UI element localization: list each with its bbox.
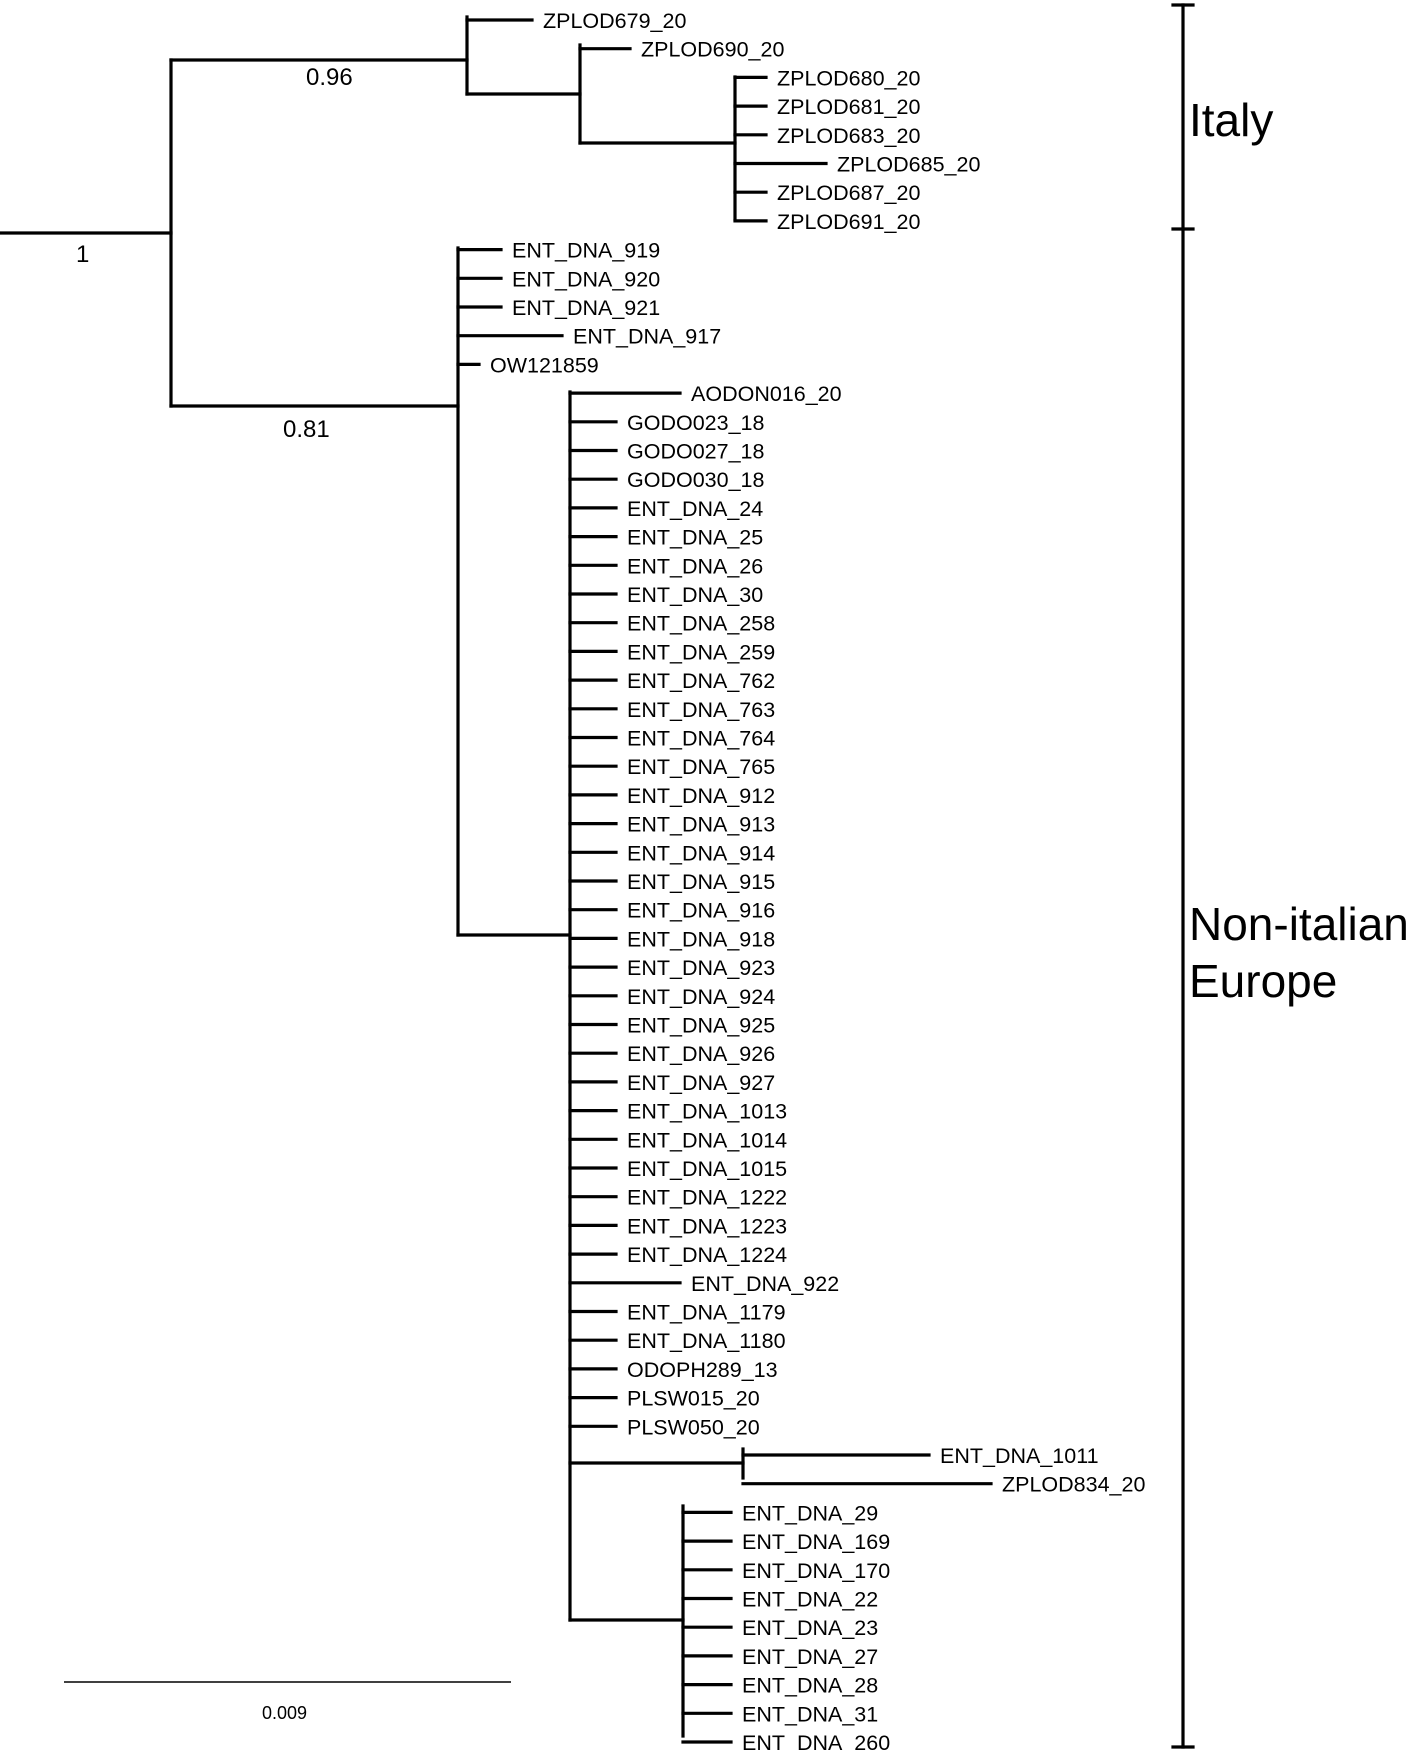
tip-europe-main-14-label: ENT_DNA_912 <box>627 784 775 808</box>
tip-europe-main-10-label: ENT_DNA_762 <box>627 669 775 693</box>
tip-europe-main-4-label: ENT_DNA_24 <box>627 497 763 521</box>
tip-europe-main-28-label: ENT_DNA_1222 <box>627 1186 787 1210</box>
tip-europe-sub-3-label: ENT_DNA_22 <box>742 1588 878 1612</box>
tip-europe-main-21-label: ENT_DNA_924 <box>627 985 775 1009</box>
tip-europe-basal-4-label: OW121859 <box>490 353 599 377</box>
tip-europe-sub-5-label: ENT_DNA_27 <box>742 1645 878 1669</box>
tip-europe-sub-8-label: ENT_DNA_260 <box>742 1731 890 1750</box>
tip-europe-main-1-label: GODO023_18 <box>627 411 764 435</box>
tip-italy-3-label: ZPLOD681_20 <box>777 95 920 119</box>
tip-europe-main-24-label: ENT_DNA_927 <box>627 1071 775 1095</box>
tip-europe-pair-1-label: ZPLOD834_20 <box>1002 1473 1145 1497</box>
tip-italy-4-label: ZPLOD683_20 <box>777 124 920 148</box>
support-value-root: 1 <box>76 241 89 268</box>
support-value-italy: 0.96 <box>306 64 353 91</box>
tip-europe-main-2-label: GODO027_18 <box>627 440 764 464</box>
tip-europe-main-12-label: ENT_DNA_764 <box>627 727 775 751</box>
tip-europe-main-11-label: ENT_DNA_763 <box>627 698 775 722</box>
tip-europe-main-5-label: ENT_DNA_25 <box>627 526 763 550</box>
tip-europe-main-33-label: ENT_DNA_1180 <box>627 1329 786 1353</box>
scale-bar-label: 0.009 <box>262 1703 307 1723</box>
tip-europe-main-25-label: ENT_DNA_1013 <box>627 1100 787 1124</box>
tip-europe-main-0-label: AODON016_20 <box>691 382 842 406</box>
tip-italy-5-label: ZPLOD685_20 <box>837 153 980 177</box>
tip-europe-main-7-label: ENT_DNA_30 <box>627 583 763 607</box>
tip-europe-main-18-label: ENT_DNA_916 <box>627 899 775 923</box>
tip-europe-main-23-label: ENT_DNA_926 <box>627 1042 775 1066</box>
group-label-europe-line2: Europe <box>1189 955 1337 1007</box>
tip-labels: ZPLOD679_20ZPLOD690_20ZPLOD680_20ZPLOD68… <box>490 9 1145 1750</box>
tip-italy-2-label: ZPLOD680_20 <box>777 66 920 90</box>
tip-europe-main-26-label: ENT_DNA_1014 <box>627 1128 787 1152</box>
tip-italy-0-label: ZPLOD679_20 <box>543 9 686 33</box>
tree-branches <box>0 15 993 1744</box>
tip-europe-main-13-label: ENT_DNA_765 <box>627 755 775 779</box>
tip-europe-main-34-label: ODOPH289_13 <box>627 1358 778 1382</box>
tip-europe-main-30-label: ENT_DNA_1224 <box>627 1243 787 1267</box>
group-bracket <box>1171 3 1195 1749</box>
tip-europe-main-8-label: ENT_DNA_258 <box>627 612 775 636</box>
tip-europe-basal-1-label: ENT_DNA_920 <box>512 267 660 291</box>
group-label-europe-line1: Non-italian <box>1189 898 1409 950</box>
tip-europe-main-20-label: ENT_DNA_923 <box>627 956 775 980</box>
tip-europe-main-15-label: ENT_DNA_913 <box>627 813 775 837</box>
tip-europe-sub-6-label: ENT_DNA_28 <box>742 1674 878 1698</box>
group-label-italy: Italy <box>1189 94 1273 146</box>
tip-europe-sub-7-label: ENT_DNA_31 <box>742 1702 878 1726</box>
tip-italy-7-label: ZPLOD691_20 <box>777 210 920 234</box>
tip-europe-sub-2-label: ENT_DNA_170 <box>742 1559 890 1583</box>
tip-italy-1-label: ZPLOD690_20 <box>641 38 784 62</box>
tip-europe-sub-4-label: ENT_DNA_23 <box>742 1616 878 1640</box>
support-value-europe: 0.81 <box>283 416 330 443</box>
tip-europe-sub-1-label: ENT_DNA_169 <box>742 1530 890 1554</box>
tip-italy-6-label: ZPLOD687_20 <box>777 181 920 205</box>
tip-europe-main-3-label: GODO030_18 <box>627 468 764 492</box>
tip-europe-main-35-label: PLSW015_20 <box>627 1387 760 1411</box>
tip-europe-main-31-label: ENT_DNA_922 <box>691 1272 839 1296</box>
tip-europe-main-22-label: ENT_DNA_925 <box>627 1014 775 1038</box>
tip-europe-basal-0-label: ENT_DNA_919 <box>512 239 660 263</box>
tip-europe-basal-2-label: ENT_DNA_921 <box>512 296 660 320</box>
tip-europe-main-36-label: PLSW050_20 <box>627 1415 760 1439</box>
tip-europe-main-27-label: ENT_DNA_1015 <box>627 1157 787 1181</box>
tip-europe-main-29-label: ENT_DNA_1223 <box>627 1214 787 1238</box>
tip-europe-sub-0-label: ENT_DNA_29 <box>742 1501 878 1525</box>
tip-europe-main-16-label: ENT_DNA_914 <box>627 841 775 865</box>
tip-europe-main-32-label: ENT_DNA_1179 <box>627 1301 786 1325</box>
tip-europe-main-6-label: ENT_DNA_26 <box>627 554 763 578</box>
tip-europe-basal-3-label: ENT_DNA_917 <box>573 325 721 349</box>
tip-europe-main-19-label: ENT_DNA_918 <box>627 927 775 951</box>
tip-europe-main-17-label: ENT_DNA_915 <box>627 870 775 894</box>
tip-europe-main-9-label: ENT_DNA_259 <box>627 640 775 664</box>
tip-europe-pair-0-label: ENT_DNA_1011 <box>940 1444 1099 1468</box>
